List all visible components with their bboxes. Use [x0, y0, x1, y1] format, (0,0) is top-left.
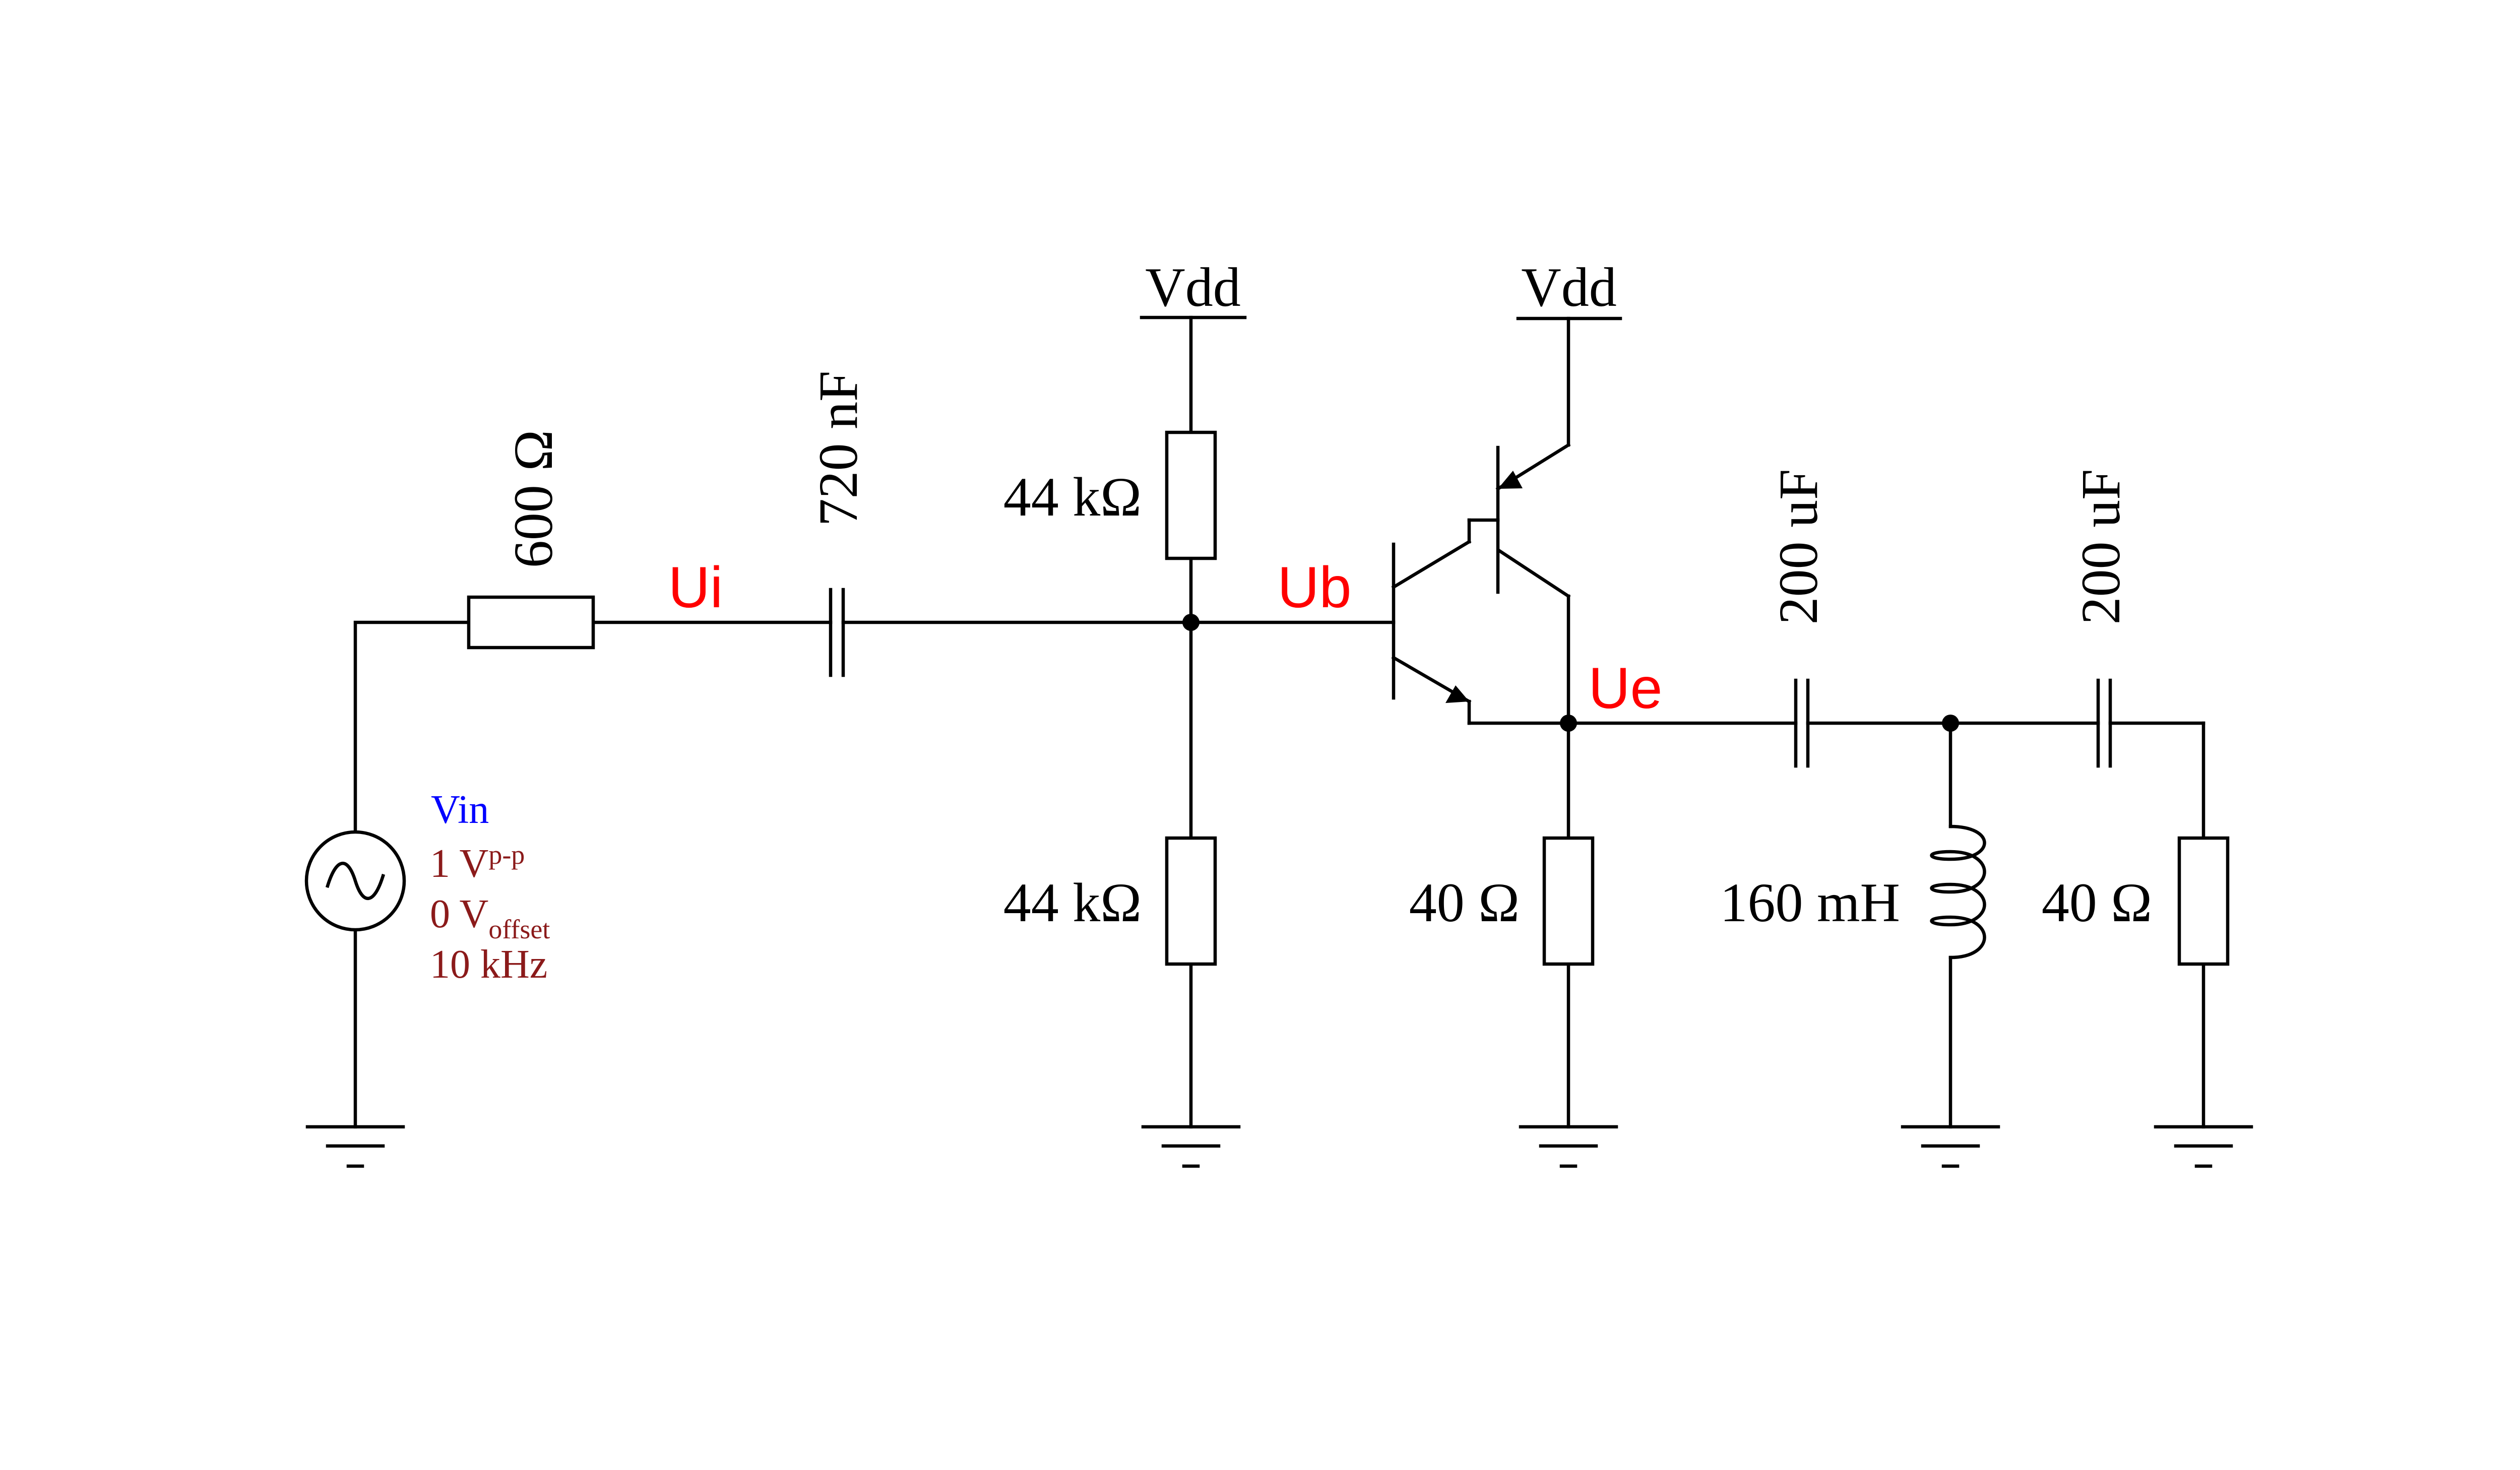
- capacitor-coupling-2: [2096, 678, 2112, 768]
- junction-dot-filter: [1942, 715, 1959, 732]
- capacitor-coupling-1: [1794, 678, 1810, 768]
- pnp-npn-darlington-icon: [1391, 316, 1571, 725]
- label-c-coupling-1: 200 uF: [1768, 469, 1829, 625]
- label-c-input: 720 nF: [807, 371, 869, 527]
- source-frequency: 10 kHz: [430, 942, 547, 987]
- resistor-bias-bottom: [1165, 836, 1217, 966]
- resistor-source: [467, 595, 595, 650]
- ac-voltage-source-icon: [304, 830, 406, 932]
- source-name: Vin: [431, 788, 489, 832]
- capacitor-input: [829, 588, 845, 677]
- ground-icon: [1143, 1127, 1239, 1166]
- resistor-load: [2177, 836, 2230, 966]
- label-r-load: 40 Ω: [2042, 872, 2152, 933]
- source-parameters: Vin 1 Vp-p 0 Voffset 10 kHz: [430, 788, 550, 987]
- inductor-filter: [1930, 824, 1986, 960]
- source-amplitude: 1 Vp-p: [430, 840, 525, 886]
- ground-icon: [1521, 1127, 1616, 1166]
- resistor-bias-top: [1165, 430, 1217, 560]
- vdd-label-left: Vdd: [1145, 257, 1240, 318]
- vdd-label-right: Vdd: [1521, 257, 1616, 318]
- net-label-ui: Ui: [668, 555, 723, 620]
- ground-icon: [307, 1127, 403, 1166]
- label-c-coupling-2: 200 uF: [2070, 469, 2131, 625]
- net-label-ub: Ub: [1277, 555, 1351, 620]
- bias-divider-wires: [1140, 315, 1247, 1129]
- label-l-filter: 160 mH: [1720, 872, 1901, 933]
- junction-dot-emitter: [1560, 715, 1577, 732]
- junction-dot-base: [1182, 614, 1200, 631]
- resistor-emitter: [1542, 836, 1595, 966]
- label-r-source: 600 Ω: [502, 430, 564, 568]
- net-label-ue: Ue: [1588, 656, 1662, 721]
- source-offset: 0 Voffset: [430, 892, 550, 944]
- ground-icon: [1903, 1127, 1998, 1166]
- source-wires: [353, 620, 833, 1129]
- label-r-bias-top: 44 kΩ: [1003, 466, 1142, 528]
- label-r-emitter: 40 Ω: [1409, 872, 1520, 933]
- label-r-bias-bottom: 44 kΩ: [1003, 872, 1142, 933]
- ground-icon: [2156, 1127, 2251, 1166]
